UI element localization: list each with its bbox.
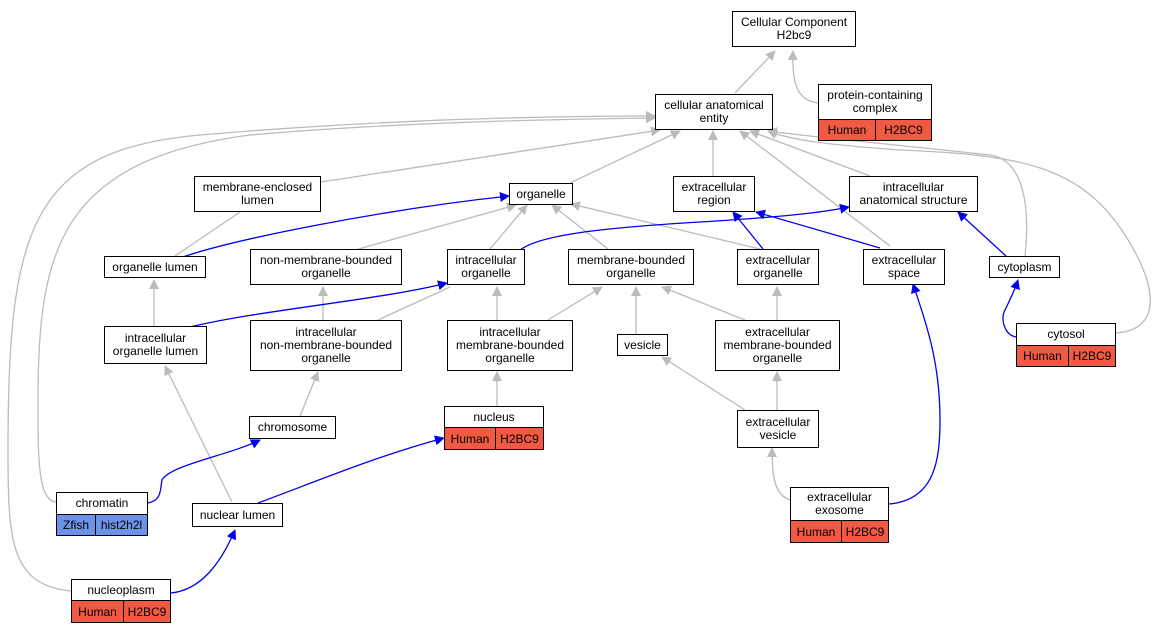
edge-cytosol-cytoplasm [1002, 279, 1020, 338]
annotation-row: Human H2BC9 [790, 521, 889, 543]
species-cell: Human [791, 521, 841, 542]
edge-cytoplasm-cae [767, 127, 1028, 257]
node-cellular-anatomical-entity[interactable]: cellular anatomical entity [655, 94, 773, 130]
edge-nmbo-organelle [354, 202, 517, 251]
node-intracellular-anatomical-structure[interactable]: intracellular anatomical structure [849, 176, 978, 212]
edge-ecs-ecr [755, 209, 881, 249]
edge-chromosome-inmbo [299, 371, 320, 417]
node-nucleus[interactable]: nucleus Human H2BC9 [444, 406, 544, 450]
annotation-row: Human H2BC9 [444, 428, 544, 450]
node-non-membrane-bounded-organelle[interactable]: non-membrane-bounded organelle [250, 249, 402, 285]
edge-ol-mel [174, 211, 241, 257]
node-nucleoplasm[interactable]: nucleoplasm Human H2BC9 [71, 579, 171, 623]
edge-nucleoplasm-nl [170, 529, 237, 594]
node-intracellular-organelle-lumen[interactable]: intracellular organelle lumen [104, 326, 207, 364]
annotation-row: Human H2BC9 [818, 120, 932, 141]
edge-mel-cae [320, 126, 661, 183]
node-extracellular-exosome[interactable]: extracellular exosome Human H2BC9 [790, 487, 889, 543]
edge-chromatin-cae [37, 113, 656, 503]
species-cell: Human [72, 601, 123, 622]
edge-organelle-cae [569, 130, 681, 184]
edge-embo-mbo [661, 285, 746, 321]
edge-mbo-organelle [551, 204, 609, 250]
node-intracellular-non-membrane-bounded-organelle[interactable]: intracellular non-membrane-bounded organ… [250, 320, 402, 371]
edge-ol-organelle [179, 192, 510, 259]
gene-cell: hist2h2l [95, 515, 147, 535]
edge-pcc-root [787, 50, 819, 104]
node-extracellular-region[interactable]: extracellular region [673, 176, 755, 212]
node-protein-containing-complex[interactable]: protein-containing complex Human H2BC9 [818, 84, 932, 141]
gene-cell: H2BC9 [875, 120, 931, 140]
species-cell: Zfish [57, 515, 95, 535]
edge-eco-organelle [570, 201, 761, 250]
gene-cell: H2BC9 [1068, 346, 1115, 366]
gene-cell: H2BC9 [123, 601, 170, 622]
edge-nl-nucleus [257, 435, 445, 504]
edge-exosome-ecs [888, 283, 941, 505]
node-organelle-lumen[interactable]: organelle lumen [104, 256, 206, 278]
annotation-row: Zfish hist2h2l [56, 515, 148, 536]
node-extracellular-space[interactable]: extracellular space [863, 249, 945, 285]
node-extracellular-membrane-bounded-organelle[interactable]: extracellular membrane-bounded organelle [715, 320, 840, 371]
node-extracellular-vesicle[interactable]: extracellular vesicle [737, 410, 819, 448]
edge-cytoplasm-ias [957, 211, 1007, 257]
edge-imbo-mbo [547, 286, 603, 321]
species-cell: Human [819, 120, 875, 140]
annotation-row: Human H2BC9 [71, 601, 171, 623]
node-cytosol[interactable]: cytosol Human H2BC9 [1016, 323, 1116, 367]
edge-inmbo-io [377, 286, 451, 321]
gene-cell: H2BC9 [495, 428, 543, 449]
edge-nl-iol [164, 365, 233, 503]
node-intracellular-membrane-bounded-organelle[interactable]: intracellular membrane-bounded organelle [447, 320, 573, 371]
edge-io-organelle [489, 204, 528, 250]
node-intracellular-organelle[interactable]: intracellular organelle [447, 249, 525, 285]
node-membrane-enclosed-lumen[interactable]: membrane-enclosed lumen [194, 176, 321, 212]
annotation-row: Human H2BC9 [1016, 346, 1116, 367]
edge-eco-ecr [732, 211, 764, 250]
edge-chromatin-chromosome [147, 439, 261, 504]
edge-ecv-vesicle [661, 356, 746, 411]
edge-cytosol-cae [767, 129, 1151, 334]
edge-io-ias [519, 203, 850, 251]
edge-exosome-ecv [767, 447, 791, 501]
node-cytoplasm[interactable]: cytoplasm [989, 256, 1060, 278]
node-membrane-bounded-organelle[interactable]: membrane-bounded organelle [568, 249, 694, 285]
edge-iol-io [189, 280, 448, 328]
node-extracellular-organelle[interactable]: extracellular organelle [737, 249, 819, 285]
node-organelle[interactable]: organelle [509, 183, 573, 205]
edge-ecs-cae [739, 130, 891, 247]
node-chromosome[interactable]: chromosome [249, 416, 336, 439]
species-cell: Human [1017, 346, 1068, 366]
edge-cae-root [734, 50, 776, 94]
species-cell: Human [445, 428, 495, 449]
gene-cell: H2BC9 [841, 521, 888, 542]
node-chromatin[interactable]: chromatin Zfish hist2h2l [56, 492, 148, 536]
edge-nucleoplasm-cae [7, 111, 656, 592]
node-vesicle[interactable]: vesicle [617, 334, 668, 356]
node-cellular-component[interactable]: Cellular Component H2bc9 [732, 11, 856, 47]
node-nuclear-lumen[interactable]: nuclear lumen [192, 503, 283, 527]
